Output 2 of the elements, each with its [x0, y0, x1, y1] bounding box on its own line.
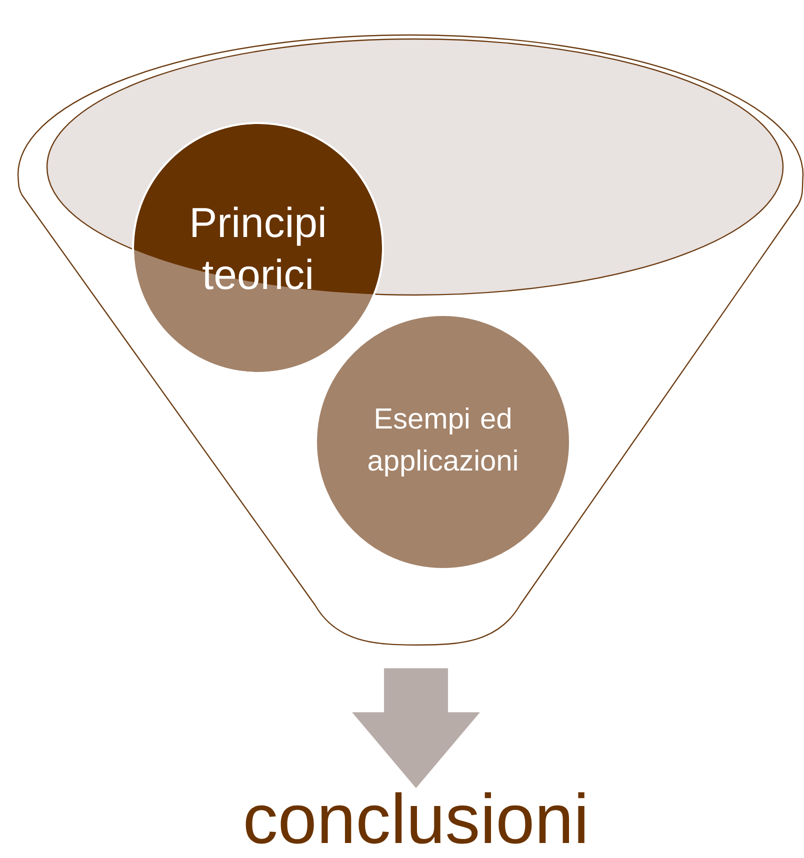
conclusion-text: conclusioni — [246, 792, 584, 844]
block-arrow — [352, 668, 480, 788]
